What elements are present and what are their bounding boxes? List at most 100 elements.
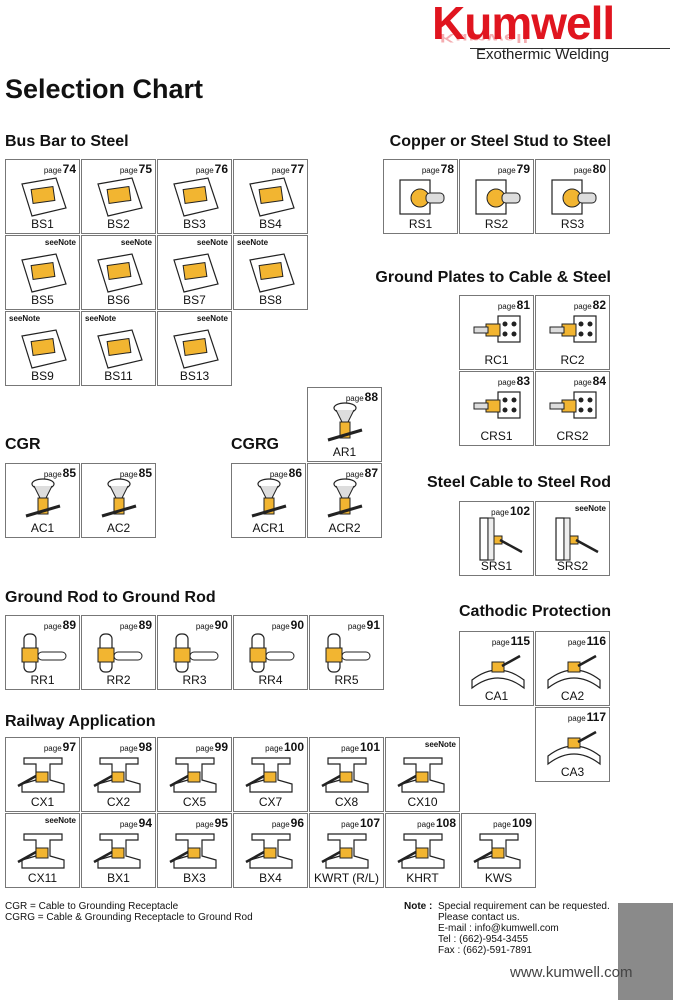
page-reference: page97: [44, 740, 76, 754]
item-code: BS6: [107, 293, 130, 307]
page-reference: page100: [265, 740, 304, 754]
page-reference: page95: [196, 816, 228, 830]
page-reference: page89: [44, 618, 76, 632]
page-word: page: [119, 744, 138, 753]
page-word: page: [573, 378, 592, 387]
page-number: 83: [516, 374, 530, 388]
page-number: 81: [516, 298, 530, 312]
see-note: seeNote: [237, 238, 269, 247]
website-link[interactable]: www.kumwell.com: [510, 964, 633, 981]
page-reference: page98: [120, 740, 152, 754]
connection-illustration-icon: [97, 329, 143, 369]
page-word: page: [491, 638, 510, 647]
see-note: seeNote: [44, 238, 76, 247]
page-reference: page79: [498, 162, 530, 176]
item-code: RR4: [258, 673, 283, 687]
page-reference: page96: [272, 816, 304, 830]
page-number: 97: [62, 740, 76, 754]
page-word: page: [497, 302, 516, 311]
item-code: RC2: [560, 353, 585, 367]
section-title-cathodic: Cathodic Protection: [458, 603, 611, 620]
page-reference: page84: [574, 374, 606, 388]
connection-illustration-icon: [173, 329, 219, 369]
item-code: CA2: [560, 689, 585, 703]
connection-illustration-icon: [321, 833, 369, 869]
page-word: page: [195, 166, 214, 175]
connection-illustration-icon: [245, 833, 293, 869]
page-number: 116: [586, 634, 606, 648]
connection-illustration-icon: [397, 833, 445, 869]
item-code: AR1: [332, 445, 357, 459]
page-number: 85: [62, 466, 76, 480]
page-reference: page85: [120, 466, 152, 480]
connection-illustration-icon: [97, 633, 143, 673]
connection-illustration-icon: [249, 253, 295, 293]
connection-illustration-icon: [473, 391, 521, 419]
connection-illustration-icon: [97, 253, 143, 293]
page-reference: page87: [346, 466, 378, 480]
page-number: 100: [283, 740, 304, 754]
gray-corner-block: [618, 903, 673, 1000]
logo-divider: [470, 48, 670, 49]
see-note: seeNote: [85, 314, 117, 323]
page-number: 80: [592, 162, 606, 176]
item-code: CRS2: [556, 429, 589, 443]
see-note: seeNote: [424, 740, 456, 749]
item-code: CX8: [334, 795, 359, 809]
page-number: 86: [288, 466, 302, 480]
page-number: 74: [62, 162, 76, 176]
page-word: page: [347, 622, 366, 631]
page-reference: page94: [120, 816, 152, 830]
page-number: 82: [592, 298, 606, 312]
logo-tagline: Exothermic Welding: [476, 46, 610, 63]
page-word: page: [497, 378, 516, 387]
page-word: page: [497, 166, 516, 175]
page-reference: page80: [574, 162, 606, 176]
page-number: 98: [138, 740, 152, 754]
note-email: E-mail : info@kumwell.com: [438, 923, 559, 934]
page-reference: page117: [568, 710, 606, 724]
page-reference: page102: [491, 504, 530, 518]
page-reference: page81: [498, 298, 530, 312]
item-code: RS3: [560, 217, 585, 231]
item-code: BS1: [31, 217, 54, 231]
page-word: page: [573, 302, 592, 311]
connection-illustration-icon: [169, 757, 217, 793]
page-number: 88: [364, 390, 378, 404]
item-code: AC2: [106, 521, 131, 535]
item-code: BS9: [31, 369, 54, 383]
connection-illustration-icon: [479, 517, 523, 561]
item-code: CX5: [182, 795, 207, 809]
see-note: seeNote: [44, 816, 76, 825]
page-word: page: [43, 470, 62, 479]
page-number: 107: [359, 816, 380, 830]
page-reference: page82: [574, 298, 606, 312]
page-word: page: [269, 470, 288, 479]
connection-illustration-icon: [173, 177, 219, 217]
connection-illustration-icon: [547, 730, 601, 766]
page-number: 99: [214, 740, 228, 754]
page-word: page: [493, 820, 511, 829]
page-reference: page75: [120, 162, 152, 176]
page-number: 79: [516, 162, 530, 176]
page-reference: page91: [348, 618, 380, 632]
section-title-stud: Copper or Steel Stud to Steel: [389, 133, 611, 150]
connection-illustration-icon: [21, 329, 67, 369]
connection-illustration-icon: [21, 177, 67, 217]
connection-illustration-icon: [93, 757, 141, 793]
item-code: BS11: [104, 369, 133, 383]
